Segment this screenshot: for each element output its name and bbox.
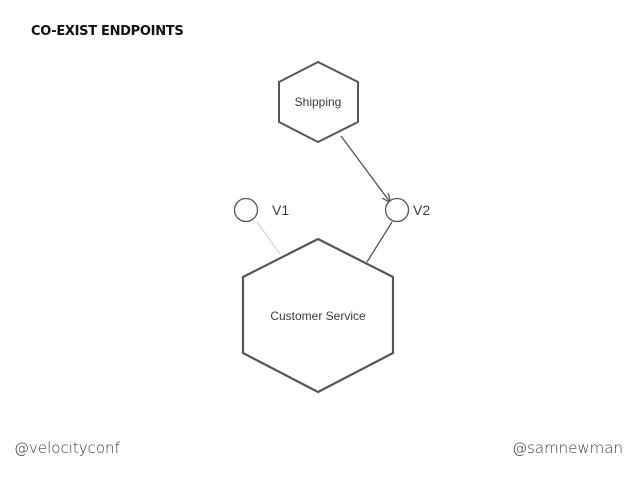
v1-link-line [256,221,281,255]
shipping-hexagon [278,61,359,143]
endpoint-v2-circle [384,197,410,223]
customer-service-node: Customer Service [241,237,395,394]
endpoint-v2-label: V2 [413,202,430,218]
endpoint-v2: V2 [384,197,430,223]
footer-left-handle: @velocityconf [14,439,120,457]
slide-title: CO-EXIST ENDPOINTS [31,24,184,39]
endpoint-v1-circle [233,197,259,223]
customer-service-hexagon [241,237,395,394]
customer-service-label: Customer Service [270,309,366,323]
shipping-to-v2-arrow [340,135,390,202]
endpoint-v1-label: V1 [272,202,289,218]
v2-link-line [366,221,393,263]
shipping-label: Shipping [295,95,342,109]
footer-right-handle: @samnewman [512,439,623,457]
shipping-service-node: Shipping [278,61,359,143]
endpoint-v1: V1 [233,197,289,223]
